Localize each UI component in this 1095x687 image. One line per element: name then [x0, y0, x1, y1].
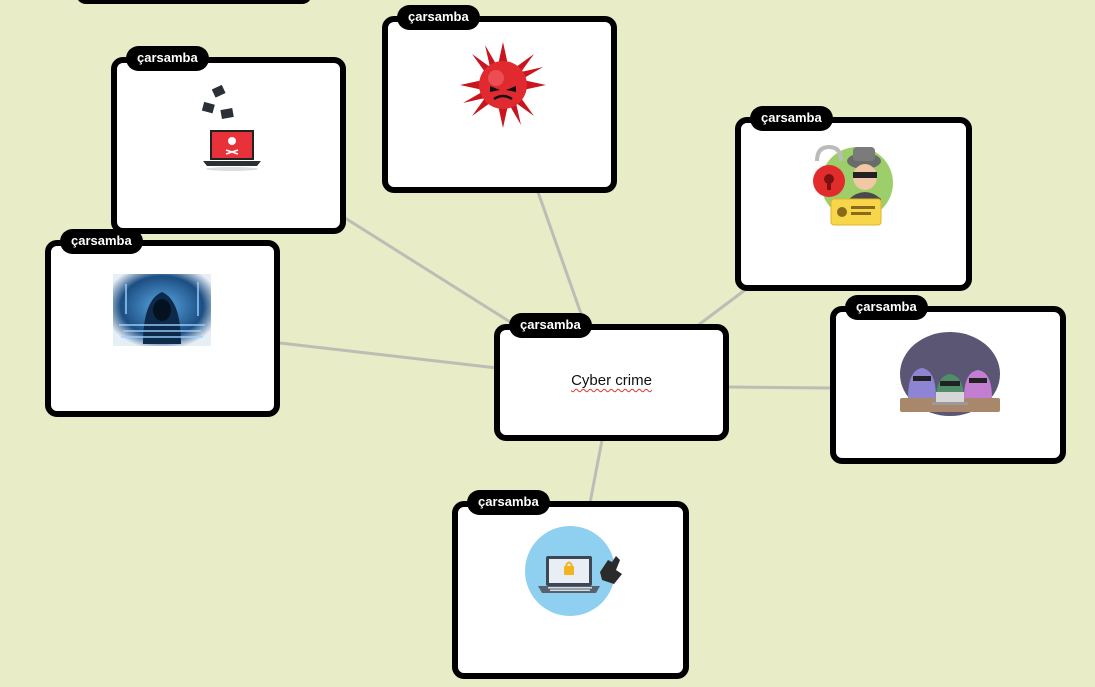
- central-post-card[interactable]: çarsamba Cyber crime: [494, 313, 729, 441]
- post-card[interactable]: çarsamba: [111, 46, 346, 234]
- link-hooded-hacker: [279, 341, 498, 370]
- offscreen-post-edge: [76, 0, 312, 4]
- post-tag: çarsamba: [126, 46, 209, 71]
- post-tag: çarsamba: [397, 5, 480, 30]
- link-ransomware: [344, 216, 516, 327]
- link-virus: [536, 191, 587, 326]
- post-tag: çarsamba: [467, 490, 550, 515]
- link-locked-laptop: [588, 439, 604, 504]
- post-tag: çarsamba: [60, 229, 143, 254]
- post-card[interactable]: çarsamba: [830, 295, 1066, 464]
- link-identity-thief: [696, 288, 746, 328]
- ransomware-laptop-icon: [201, 84, 261, 171]
- post-card[interactable]: çarsamba: [735, 106, 972, 291]
- virus-icon: [460, 42, 546, 128]
- link-hacker-group: [727, 385, 833, 390]
- post-card[interactable]: çarsamba: [382, 5, 617, 193]
- post-tag: çarsamba: [750, 106, 833, 131]
- central-post-tag: çarsamba: [509, 313, 592, 338]
- identity-thief-icon: [813, 144, 893, 226]
- hooded-hacker-icon: [113, 274, 211, 346]
- central-post-text: Cyber crime: [571, 372, 652, 389]
- post-card[interactable]: çarsamba: [45, 229, 280, 417]
- post-tag: çarsamba: [845, 295, 928, 320]
- hacker-group-icon: [900, 332, 1000, 416]
- locked-laptop-hand-icon: [525, 526, 622, 616]
- post-card[interactable]: çarsamba: [452, 490, 689, 679]
